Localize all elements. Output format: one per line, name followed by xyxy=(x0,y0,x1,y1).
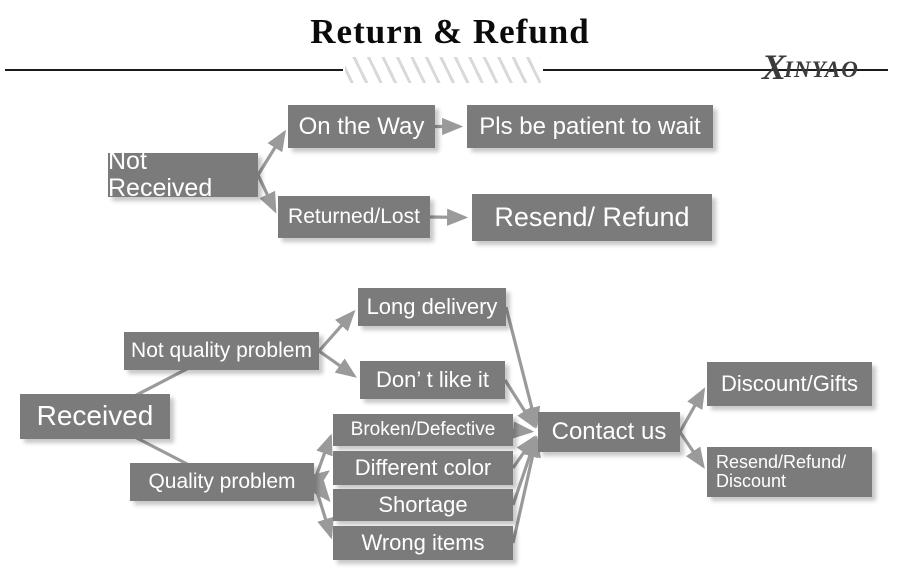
flow-node-resend-refund-disc: Resend/Refund/ Discount xyxy=(707,447,872,497)
brand-logo: X INYAO xyxy=(762,47,859,87)
flow-node-not-quality: Not quality problem xyxy=(124,332,319,370)
flow-node-wrong-items: Wrong items xyxy=(333,526,513,560)
flow-node-contact-us: Contact us xyxy=(538,412,680,452)
logo-x-mark-icon: X xyxy=(762,47,786,87)
connector-not-quality-to-long-delivery xyxy=(317,309,356,353)
connector-broken-defective-to-contact-us xyxy=(512,421,535,439)
connector-quality-to-wrong-items xyxy=(312,481,334,540)
connector-not-quality-to-dont-like-it xyxy=(318,349,357,378)
flow-node-on-the-way: On the Way xyxy=(288,105,435,148)
flow-node-long-delivery: Long delivery xyxy=(358,288,506,326)
flow-node-different-color: Different color xyxy=(333,451,513,485)
flow-node-returned-lost: Returned/Lost xyxy=(278,196,430,238)
header-rule-left xyxy=(5,69,343,71)
diagonal-hatch-divider-icon xyxy=(345,57,541,83)
connector-not-received-to-returned-lost xyxy=(256,174,277,214)
page-title: Return & Refund xyxy=(310,12,590,51)
logo-wordmark: INYAO xyxy=(784,57,859,82)
connector-wrong-items-to-contact-us xyxy=(511,435,541,544)
flow-node-received: Received xyxy=(20,394,170,439)
flow-node-discount-gifts: Discount/Gifts xyxy=(707,362,872,406)
flow-node-broken-defective: Broken/Defective xyxy=(333,414,513,446)
flow-node-resend-refund: Resend/ Refund xyxy=(472,194,712,241)
flow-node-shortage: Shortage xyxy=(333,489,513,521)
flow-node-not-received: Not Received xyxy=(108,148,258,202)
connector-not-received-to-on-the-way xyxy=(256,129,287,176)
flow-node-dont-like-it: Don’ t like it xyxy=(360,361,505,399)
connector-long-delivery-to-contact-us xyxy=(504,306,541,429)
flow-node-quality: Quality problem xyxy=(130,463,314,501)
connector-contact-us-to-resend-refund-disc xyxy=(678,431,705,469)
connector-contact-us-to-discount-gifts xyxy=(678,387,706,433)
header-rule-right xyxy=(543,69,888,71)
flow-node-pls-be-patient: Pls be patient to wait xyxy=(467,105,713,148)
connector-dont-like-it-to-contact-us xyxy=(503,379,536,429)
